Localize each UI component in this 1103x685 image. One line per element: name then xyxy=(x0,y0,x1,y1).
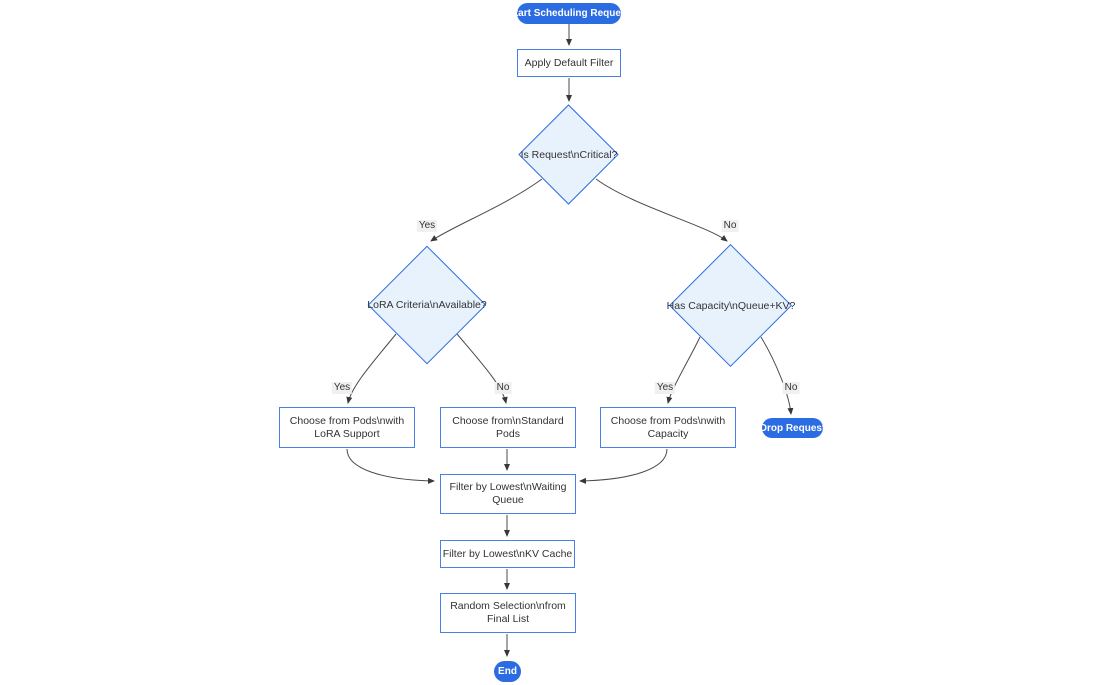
node-has-capacity: Has Capacity\nQueue+KV? xyxy=(666,300,796,312)
node-label: Filter by Lowest\nWaiting xyxy=(449,481,567,493)
node-lora-available: LoRA Criteria\nAvailable? xyxy=(367,299,487,311)
node-filter-kv-cache: Filter by Lowest\nKV Cache xyxy=(440,540,575,568)
node-start: Start Scheduling Request xyxy=(508,3,630,24)
edge-lora-yes xyxy=(346,333,397,404)
edge-label-critical-yes: Yes xyxy=(416,220,438,232)
edge-label-capacity-yes: Yes xyxy=(654,382,676,394)
node-label: Random Selection\nfrom xyxy=(450,600,566,612)
node-label: Choose from Pods\nwith xyxy=(289,414,405,427)
node-label: Pods xyxy=(496,427,520,440)
edge-capacity-pods-to-filter-queue xyxy=(579,448,668,484)
node-end: End xyxy=(494,661,521,682)
node-choose-lora-pods: Choose from Pods\nwith LoRA Support xyxy=(279,407,415,448)
edge-label-critical-no: No xyxy=(721,220,739,232)
edge-is-critical-yes xyxy=(430,178,543,242)
node-label: Apply Default Filter xyxy=(524,56,614,69)
node-label: Queue xyxy=(492,494,524,506)
node-filter-waiting-queue: Filter by Lowest\nWaiting Queue xyxy=(440,474,576,514)
node-label: Final List xyxy=(486,613,529,625)
node-drop-request: Drop Request xyxy=(760,418,825,438)
edge-label-lora-yes: Yes xyxy=(331,382,353,394)
node-label: Choose from Pods\nwith xyxy=(610,414,726,427)
edge-label-capacity-no: No xyxy=(782,382,800,394)
node-is-critical: Is Request\nCritical? xyxy=(520,149,618,161)
node-random-selection: Random Selection\nfrom Final List xyxy=(440,593,576,633)
node-label: Filter by Lowest\nKV Cache xyxy=(442,547,573,560)
edge-label-lora-no: No xyxy=(494,382,512,394)
edge-capacity-no xyxy=(760,336,794,415)
node-label: LoRA Support xyxy=(314,427,380,440)
node-label: Capacity xyxy=(647,427,689,440)
edge-is-critical-no xyxy=(595,178,728,242)
edge-lora-pods-to-filter-queue xyxy=(346,448,435,484)
node-choose-capacity-pods: Choose from Pods\nwith Capacity xyxy=(600,407,736,448)
node-label: Choose from\nStandard xyxy=(452,414,564,427)
node-choose-standard-pods: Choose from\nStandard Pods xyxy=(440,407,576,448)
node-apply-default-filter: Apply Default Filter xyxy=(517,49,621,77)
